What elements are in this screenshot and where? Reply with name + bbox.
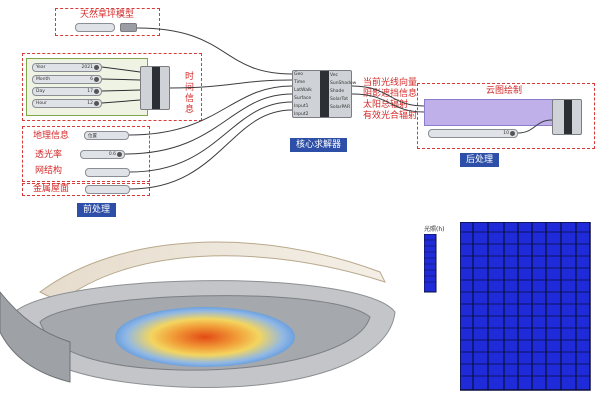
cloud-draw-bar [564, 100, 572, 134]
hour-slider-knob[interactable] [94, 101, 99, 106]
wire-year [101, 66, 141, 73]
day-slider-value: 17 [87, 89, 93, 94]
wire-roof [129, 109, 293, 190]
solver-output-3: SolarTot [330, 97, 348, 102]
geo-panel[interactable]: 位置 [84, 131, 129, 140]
wire-time [169, 79, 293, 89]
cloud-slider-value: 10 [503, 131, 509, 136]
hour-slider[interactable]: Hour 12 [32, 99, 102, 108]
solver-output-2: Shade [330, 89, 345, 94]
legend-bar [424, 234, 437, 293]
metal-roof-label: 金属屋面 [33, 184, 70, 194]
radiation-grid [460, 222, 591, 391]
wire-hour [101, 99, 141, 104]
year-slider-value: 2021 [81, 65, 93, 70]
core-solver-button[interactable]: 核心求解器 [290, 138, 348, 152]
geo-panel-text: 位置 [88, 134, 97, 139]
hour-slider-value: 12 [87, 101, 93, 106]
net-structure-label: 网结构 [35, 166, 63, 176]
core-solver-inputs: Geo Time LatWalk Surface Input1 Input2 [294, 71, 312, 119]
transmittance-label: 透光率 [35, 150, 63, 160]
stadium-front-structure [0, 291, 71, 383]
month-slider-value: 6 [90, 77, 93, 82]
solver-input-5: Input2 [294, 112, 309, 117]
wire-geo [128, 85, 293, 136]
param-model-output-node[interactable] [120, 23, 137, 32]
year-slider[interactable]: Year 2021 [32, 63, 102, 72]
wire-out-2 [351, 93, 425, 113]
core-solver-node[interactable] [292, 70, 352, 118]
cloud-slider[interactable]: 10 [428, 129, 518, 138]
solver-input-2: LatWalk [294, 88, 312, 93]
radiation-grid-fill [460, 222, 591, 391]
wire-param-model [136, 27, 293, 75]
output-info-2: 太阳总辐射 [363, 100, 409, 110]
wire-net [129, 101, 293, 173]
stadium-render [0, 241, 396, 389]
transmittance-slider[interactable]: 0.6 [80, 150, 125, 159]
wire-month [101, 78, 141, 81]
transmittance-knob[interactable] [117, 152, 122, 157]
post-process-button[interactable]: 后处理 [460, 153, 500, 167]
cloud-slider-knob[interactable] [510, 131, 515, 136]
solver-input-4: Input1 [294, 104, 309, 109]
cloud-draw-label: 云图绘制 [486, 86, 523, 96]
output-info-3: 有效光合辐射 [363, 111, 418, 121]
year-slider-label: Year [36, 65, 46, 70]
output-info-0: 当前光线向量 [363, 78, 418, 88]
day-slider-label: Day [36, 89, 45, 94]
solver-input-1: Time [294, 80, 306, 85]
geo-info-label: 地理信息 [33, 131, 70, 141]
month-slider-knob[interactable] [94, 77, 99, 82]
solver-output-4: SolarPAR [330, 105, 351, 110]
wire-cloud [517, 119, 553, 134]
wire-transmittance [124, 93, 293, 155]
output-info-1: 阴影遮挡信息 [363, 89, 418, 99]
time-compose-node[interactable] [140, 66, 170, 110]
core-solver-outputs: Vec SunShadow Shade SolarTot SolarPAR [330, 72, 356, 112]
year-slider-knob[interactable] [94, 65, 99, 70]
solver-input-3: Surface [294, 96, 312, 101]
month-slider[interactable]: Month 6 [32, 75, 102, 84]
core-solver-bar [320, 71, 329, 117]
day-slider-knob[interactable] [94, 89, 99, 94]
metal-roof-node[interactable] [85, 185, 130, 194]
transmittance-value: 0.6 [108, 152, 116, 157]
time-compose-bar [152, 67, 160, 109]
post-process-frame [417, 83, 595, 149]
param-model-label: 天然草坪模型 [80, 10, 135, 20]
month-slider-label: Month [36, 77, 51, 82]
solver-output-0: Vec [330, 73, 338, 78]
cloud-draw-node[interactable] [552, 99, 582, 135]
legend-title: 光照(h) [424, 226, 445, 233]
cloud-draw-panel [424, 99, 559, 126]
net-structure-node[interactable] [85, 168, 130, 177]
stadium-field [115, 307, 295, 367]
hour-slider-label: Hour [36, 101, 47, 106]
wire-day [101, 89, 141, 92]
day-slider[interactable]: Day 17 [32, 87, 102, 96]
solver-input-0: Geo [294, 72, 304, 77]
pre-process-frame [22, 126, 150, 182]
metal-roof-frame [22, 183, 150, 196]
stadium-roof [39, 241, 386, 303]
param-model-node[interactable] [75, 23, 115, 32]
pre-process-button[interactable]: 前处理 [77, 203, 117, 217]
wire-out-1 [351, 85, 425, 107]
solver-output-1: SunShadow [330, 81, 357, 86]
param-model-frame [55, 8, 160, 36]
